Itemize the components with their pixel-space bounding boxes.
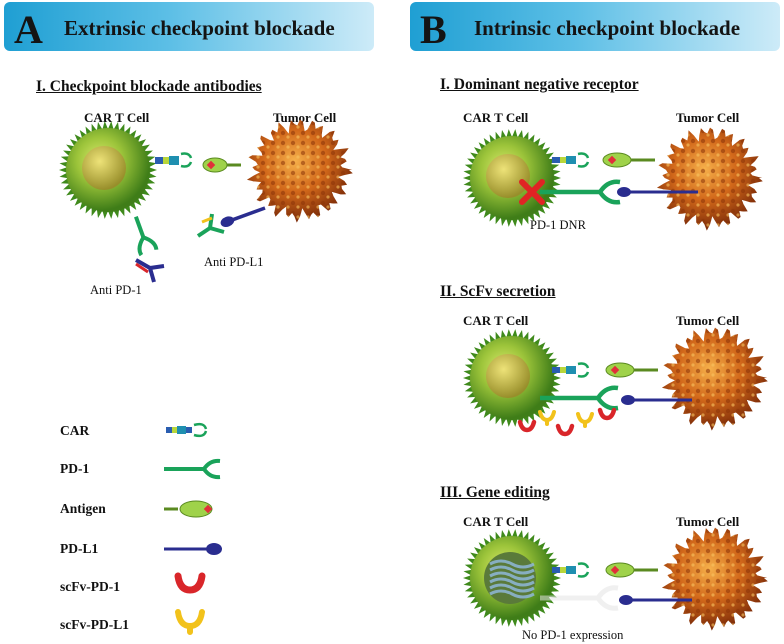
panel-a-illustration [59, 119, 353, 283]
panel-a-title: Extrinsic checkpoint blockade [64, 16, 335, 40]
legend-label-car: CAR [60, 423, 90, 438]
car-icon [166, 422, 208, 438]
pd1-icon [164, 458, 221, 480]
legend-label-antigen: Antigen [60, 501, 106, 516]
panel-b-section-2-illustration [463, 327, 768, 437]
panel-b-section-3-car-t-cell [463, 529, 561, 627]
pdl1-icon [164, 543, 222, 555]
panel-b-section-3-antigen [605, 562, 658, 578]
panel-b-title: Intrinsic checkpoint blockade [474, 16, 741, 40]
legend-label-scfv-pdl1: scFv-PD-L1 [60, 617, 129, 632]
panel-b-section-2-antigen [605, 362, 658, 378]
panel-b-section-3-pd1-absent [540, 585, 619, 611]
panel-b-section-3-tumor-cell [661, 527, 768, 631]
panel-b-section-1-tumor-label: Tumor Cell [676, 110, 740, 125]
panel-b-section-1-note: PD-1 DNR [530, 218, 586, 232]
panel-b-section-3-car [552, 562, 590, 578]
panel-a-anti-pdl1-antibody [196, 213, 225, 238]
panel-b-section-2-tumor-cell [661, 327, 768, 431]
panel-a-section-title: I. Checkpoint blockade antibodies [36, 78, 262, 95]
panel-a-anti-pd1-antibody [135, 258, 165, 283]
scfv-pd1-icon [174, 572, 206, 594]
panel-b-section-1-car-t-cell [463, 129, 561, 227]
panel-b-section-3-tumor-label: Tumor Cell [676, 514, 740, 529]
panel-b-letter: B [420, 7, 447, 52]
legend-label-pdl1: PD-L1 [60, 541, 99, 556]
panel-a-anti-pd1-label: Anti PD-1 [90, 283, 142, 297]
scfv-pdl1-icon [175, 609, 205, 635]
panel-b-section-3-note: No PD-1 expression [522, 628, 624, 642]
panel-b-section-1-illustration [463, 127, 763, 231]
panel-a-antigen [202, 157, 241, 173]
panel-b-section-1-pdl1 [617, 187, 698, 197]
panel-b-section-2-car-t-cell [463, 329, 561, 427]
panel-b-section-1-title: I. Dominant negative receptor [440, 76, 639, 93]
legend-icons [164, 422, 222, 635]
panel-b-section-1-tumor-cell [656, 127, 763, 231]
panel-b-section-2-car [552, 362, 590, 378]
panel-a-car [155, 152, 193, 168]
panel-b-section-1-pd1-dnr [540, 179, 621, 205]
panel-b-section-2-pdl1 [621, 395, 692, 405]
panel-a-car-t-cell [59, 121, 157, 219]
panel-b-section-2-scfv-secreted [517, 407, 617, 437]
panel-a-letter: A [14, 7, 43, 52]
antigen-icon [164, 500, 213, 518]
legend-label-scfv-pd1: scFv-PD-1 [60, 579, 120, 594]
panel-a-pd1 [134, 216, 159, 257]
panel-b-section-2-tumor-label: Tumor Cell [676, 313, 740, 328]
panel-b-section-3-car-t-label: CAR T Cell [463, 514, 529, 529]
panel-b-section-2-car-t-label: CAR T Cell [463, 313, 529, 328]
panel-a-tumor-cell [246, 119, 353, 223]
panel-a-tumor-label: Tumor Cell [273, 110, 337, 125]
block-x-icon [519, 179, 545, 205]
panel-b-section-2-title: II. ScFv secretion [440, 283, 556, 300]
panel-b-banner: B Intrinsic checkpoint blockade [410, 2, 780, 51]
panel-a-car-t-label: CAR T Cell [84, 110, 150, 125]
panel-b-section-3-pdl1 [619, 595, 692, 605]
panel-b-section-1-car [552, 152, 590, 168]
panel-b-section-3-title: III. Gene editing [440, 484, 550, 501]
legend-label-pd1: PD-1 [60, 461, 90, 476]
panel-b-section-1-car-t-label: CAR T Cell [463, 110, 529, 125]
panel-b-section-1-antigen [602, 152, 655, 168]
panel-a-pdl1 [220, 206, 266, 227]
panel-b-section-3-illustration [463, 527, 768, 631]
panel-a-banner: A Extrinsic checkpoint blockade [4, 2, 374, 51]
panel-b-section-2-pd1 [540, 385, 619, 411]
panel-a-anti-pdl1-label: Anti PD-L1 [204, 255, 264, 269]
